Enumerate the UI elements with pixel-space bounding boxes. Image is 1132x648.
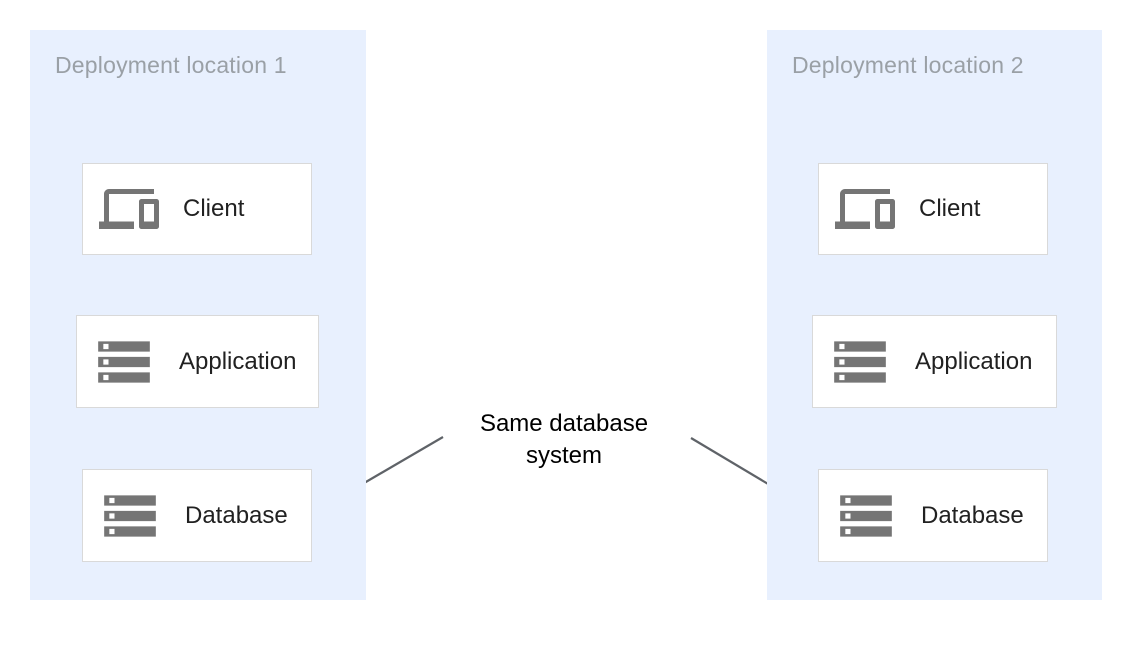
node-label: Client <box>183 195 245 222</box>
annotation-same-database-system: Same database system <box>479 410 649 469</box>
zone-title: Deployment location 2 <box>792 52 1024 78</box>
node-label: Application <box>179 347 297 375</box>
node-label: Database <box>185 501 288 529</box>
devices-icon <box>99 179 159 239</box>
node-label: Application <box>915 347 1033 375</box>
storage-icon <box>99 485 161 547</box>
node-client-2: Client <box>818 163 1048 255</box>
node-database-2: Database <box>818 469 1048 562</box>
node-database-1: Database <box>82 469 312 562</box>
deployment-zone-1: Deployment location 1 Client Application <box>30 30 366 600</box>
node-application-1: Application <box>76 315 319 408</box>
storage-icon <box>835 485 897 547</box>
node-label: Client <box>919 195 981 222</box>
zone-title: Deployment location 1 <box>55 52 287 78</box>
deployment-zone-2: Deployment location 2 Client Application <box>767 30 1102 600</box>
node-label: Database <box>921 501 1024 529</box>
storage-icon <box>829 331 891 393</box>
node-application-2: Application <box>812 315 1057 408</box>
devices-icon <box>835 179 895 239</box>
storage-icon <box>93 331 155 393</box>
node-client-1: Client <box>82 163 312 255</box>
